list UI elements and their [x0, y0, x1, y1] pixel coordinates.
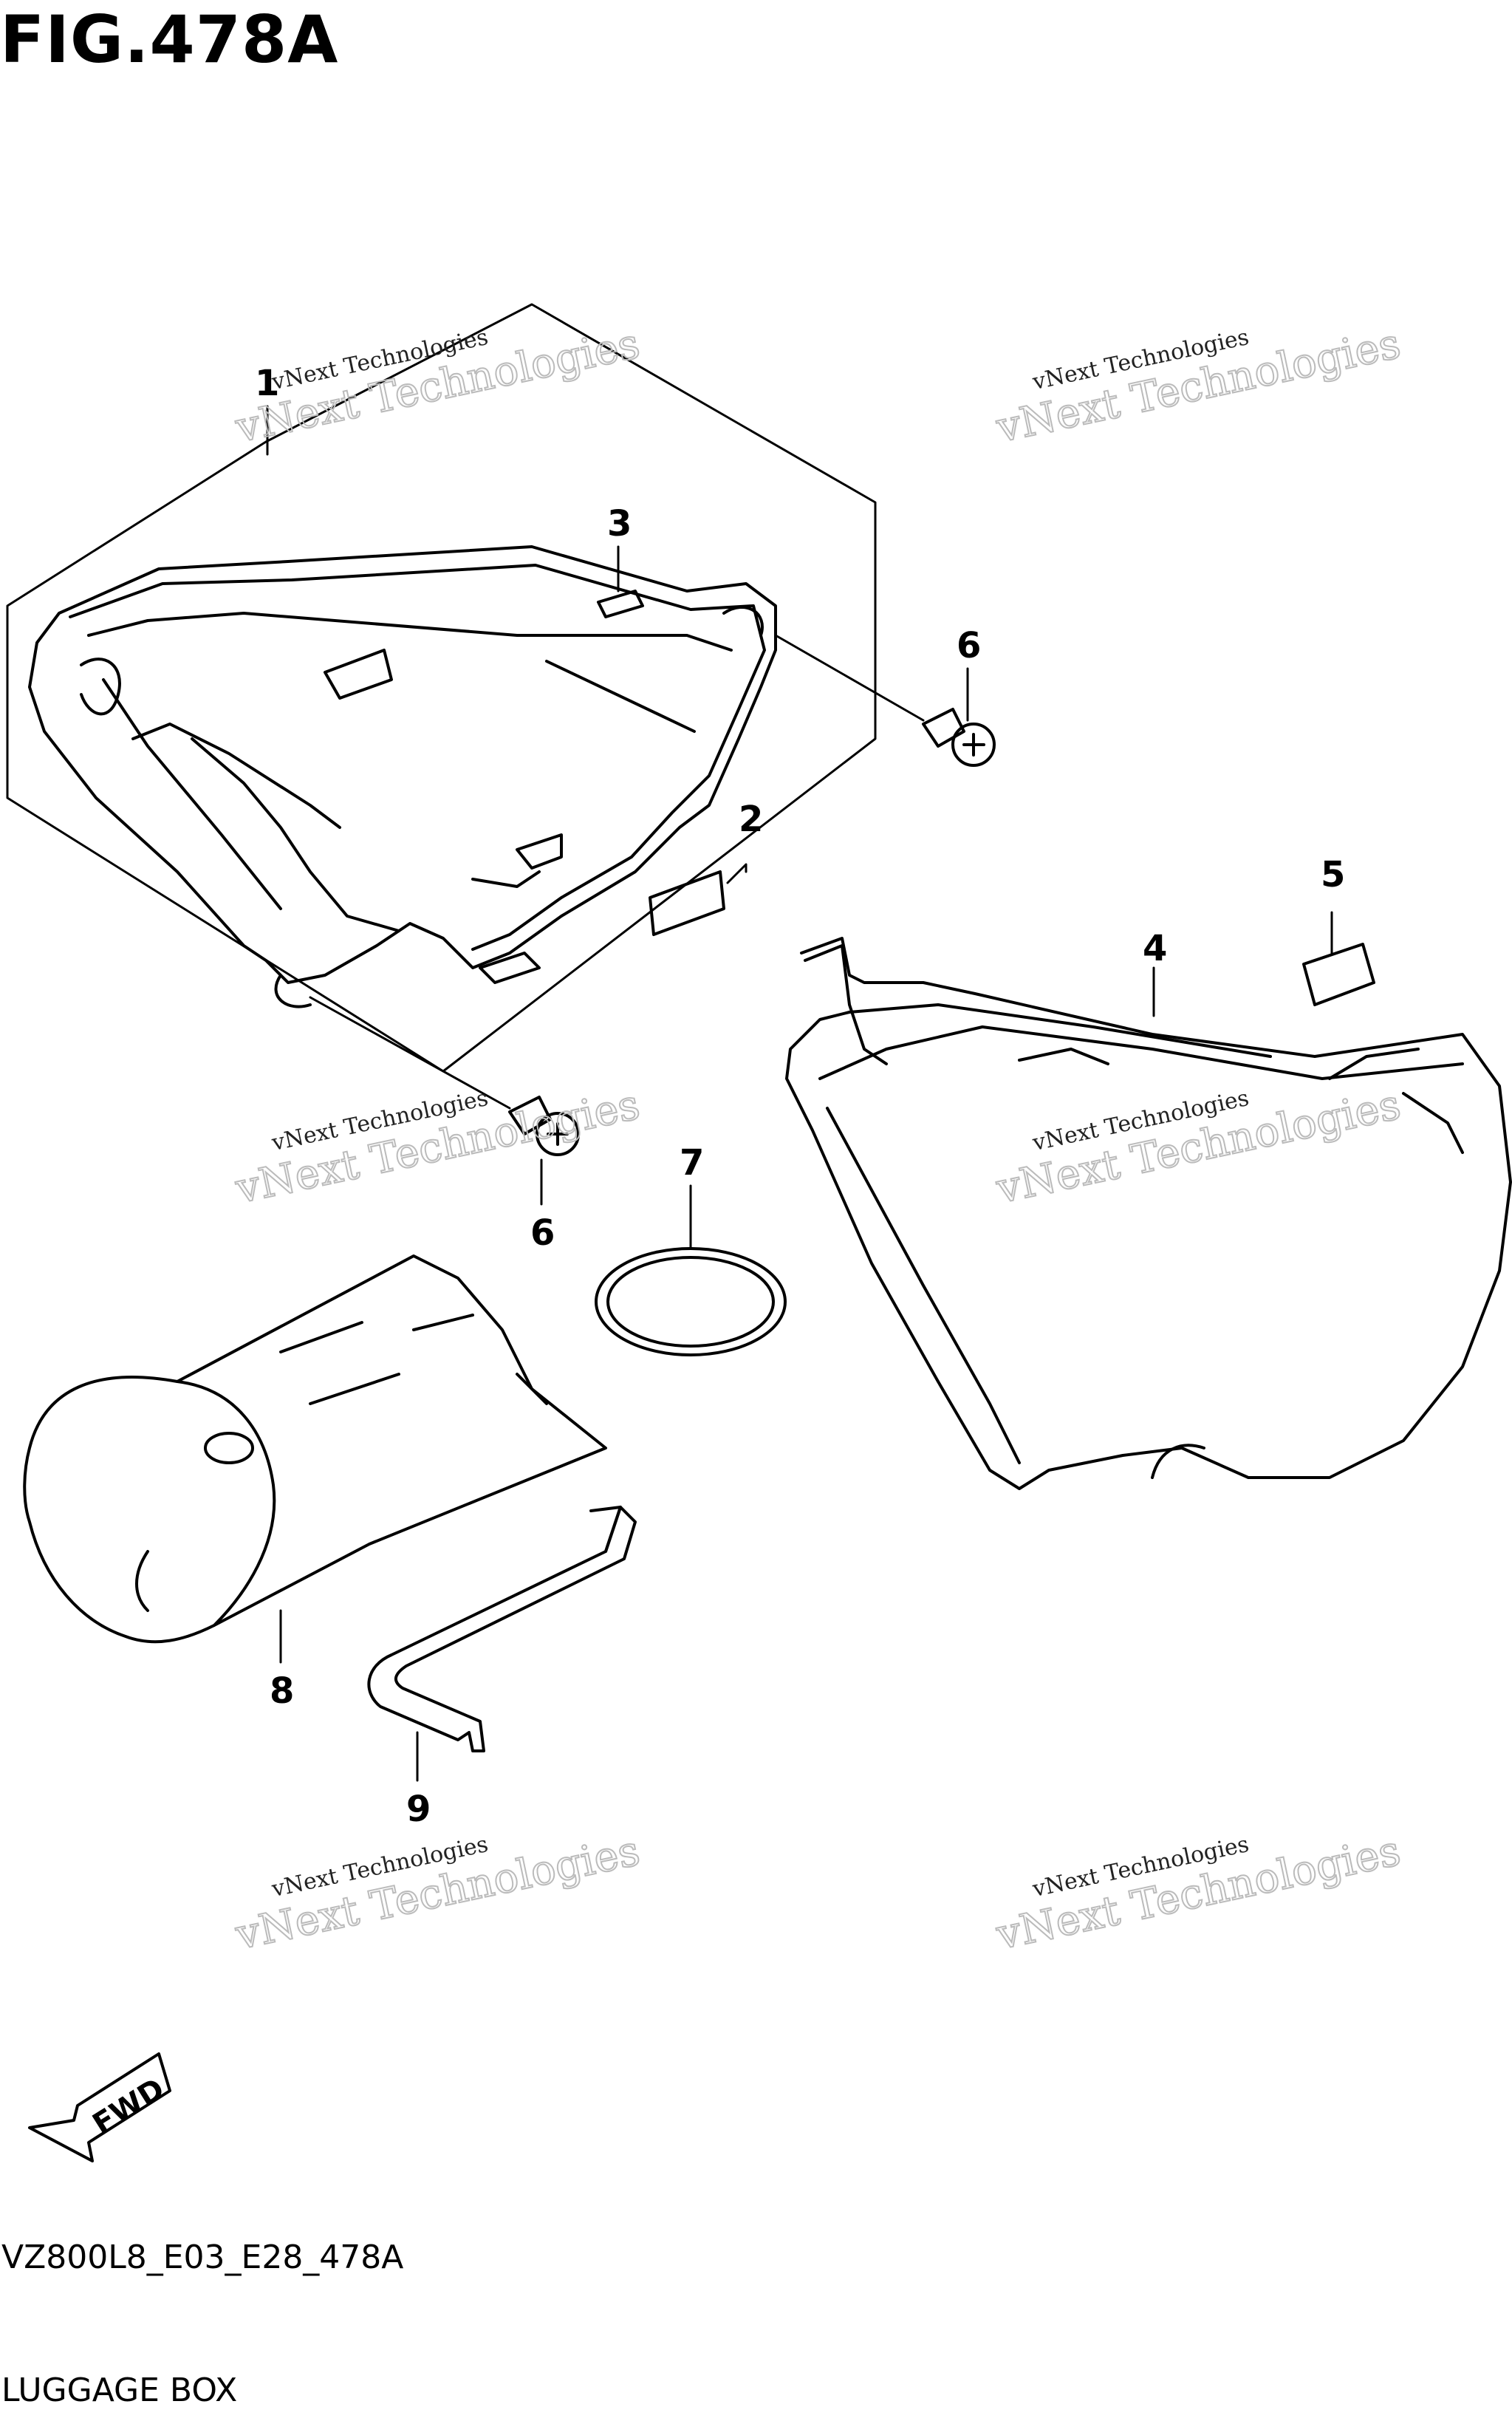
callout-6b: 6 [530, 1212, 555, 1254]
callout-4: 4 [1143, 928, 1167, 969]
figure-code: VZ800L8_E03_E28_478A [1, 2239, 404, 2276]
part-3-pad [597, 590, 644, 618]
watermark-group: vNext Technologies vNext Technologies vN… [230, 319, 1406, 1960]
o-ring [595, 1247, 787, 1356]
callout-5: 5 [1321, 854, 1345, 895]
luggage-box-frame [28, 545, 777, 1008]
callout-8: 8 [270, 1670, 294, 1712]
callout-3: 3 [607, 503, 632, 544]
hex-key [367, 1506, 637, 1752]
part-5-block [1302, 943, 1375, 1006]
fwd-label: FWD [87, 2072, 171, 2141]
callout-9: 9 [406, 1789, 431, 1830]
callout-1: 1 [255, 363, 279, 404]
callout-7: 7 [680, 1142, 704, 1184]
figure-name: LUGGAGE BOX [1, 2372, 238, 2409]
callout-6a: 6 [957, 625, 981, 666]
side-cover [785, 937, 1512, 1490]
callout-2: 2 [739, 799, 763, 840]
fwd-arrow [28, 2052, 171, 2162]
tool-bag [23, 1254, 607, 1644]
part-2-pad [649, 870, 725, 936]
assembly-outline [6, 303, 877, 1073]
figure-title: FIG.478A [0, 1, 339, 78]
screw-upper [922, 708, 996, 767]
screw-lower [508, 1096, 580, 1156]
